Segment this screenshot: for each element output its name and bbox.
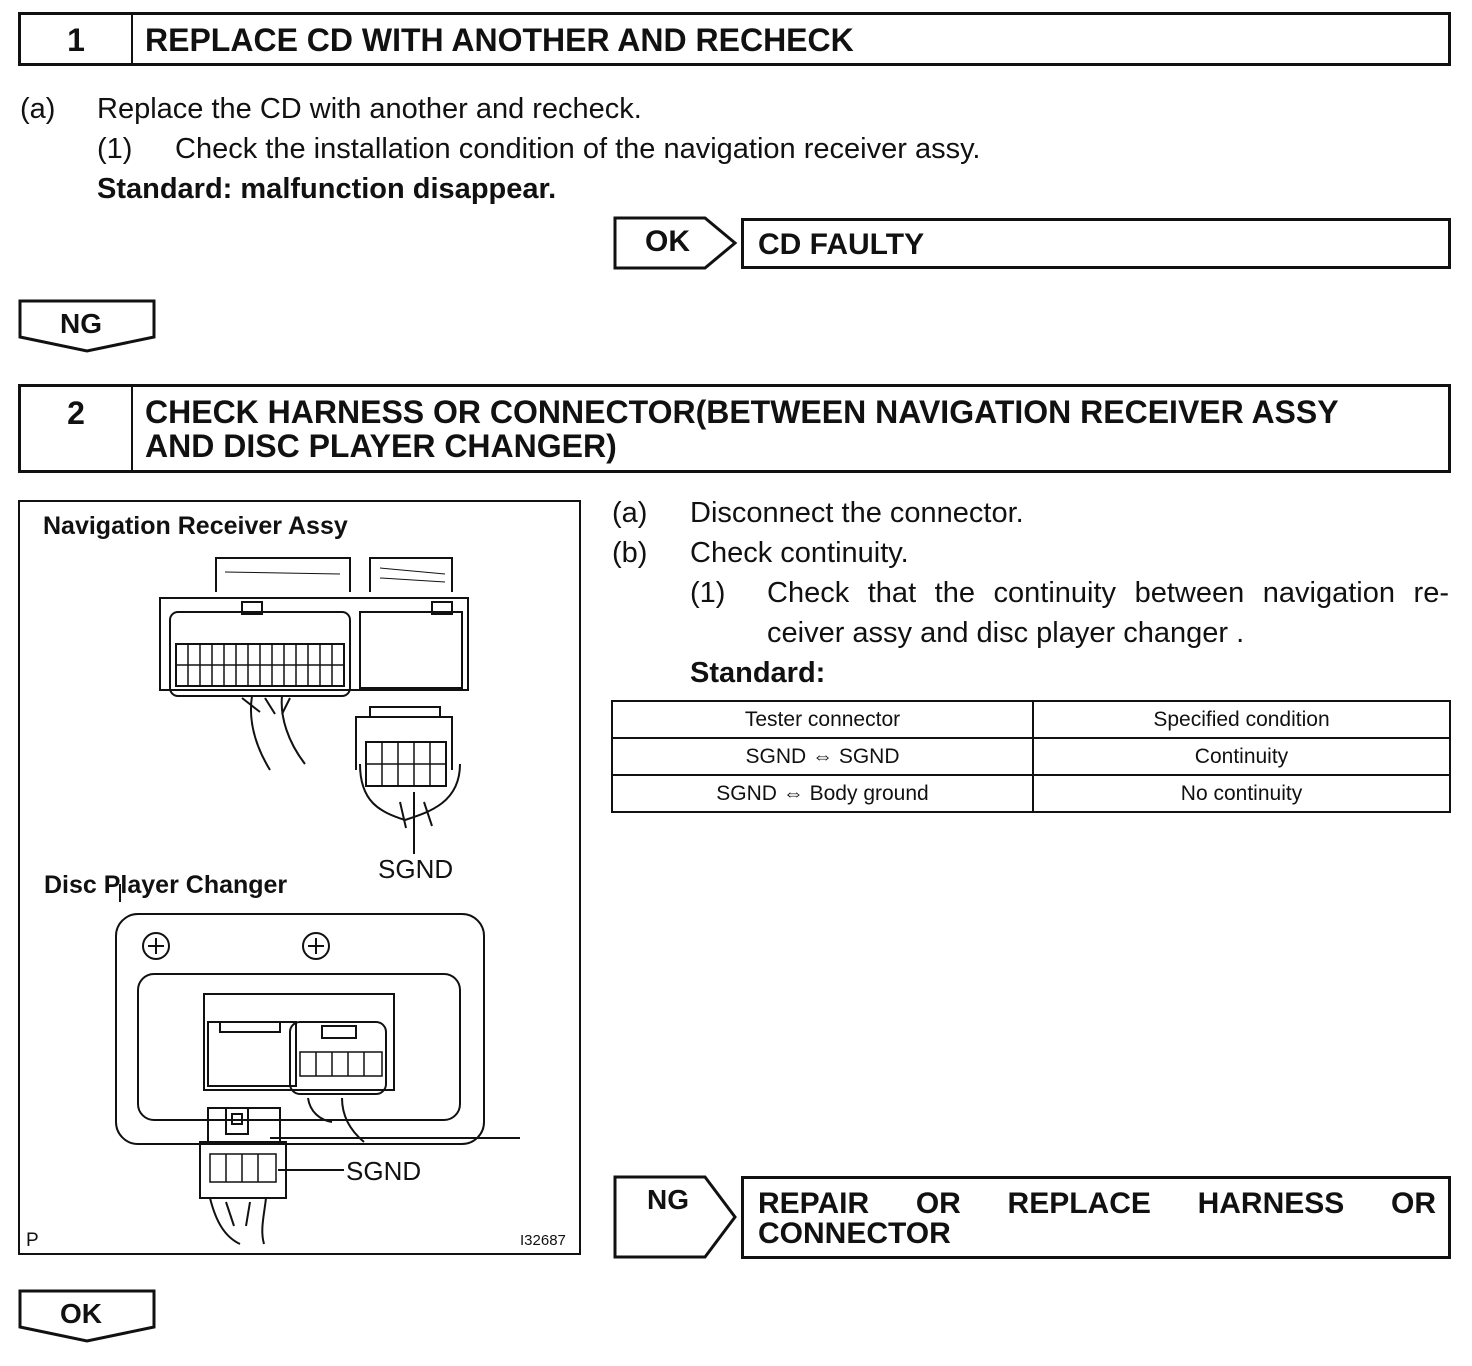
table-cell: SGND ⇔ Body ground [611, 774, 1034, 813]
step-title: CHECK HARNESS OR CONNECTOR(BETWEEN NAVIG… [133, 387, 1448, 470]
step2-a-label: (a) [612, 497, 648, 529]
table-header-cell: Tester connector [611, 700, 1034, 739]
step2-standard: Standard: [690, 657, 826, 689]
table-row: SGND ⇔ Body ground No continuity [611, 774, 1451, 813]
ng-result-word: HARNESS [1197, 1187, 1345, 1220]
step1-standard: Standard: malfunction disappear. [97, 173, 557, 205]
ok-result-box: CD FAULTY [741, 218, 1451, 269]
ok-badge-label: OK [645, 225, 690, 258]
ok-badge-label: OK [60, 1298, 102, 1329]
ng-result-word: OR [915, 1187, 961, 1220]
ng-result-word: REPAIR [758, 1187, 870, 1220]
ok-arrow-badge [613, 216, 738, 270]
table-header-cell: Specified condition [1032, 700, 1451, 739]
table-header-row: Tester connector Specified condition [611, 700, 1451, 739]
ok-down-badge [18, 1289, 156, 1343]
ng-badge-label: NG [60, 308, 102, 339]
corner-letter: P [26, 1230, 39, 1251]
ng-result-box: REPAIR OR REPLACE HARNESS OR CONNECTOR [741, 1176, 1451, 1259]
step-title-line1: CHECK HARNESS OR CONNECTOR(BETWEEN NAVIG… [145, 394, 1339, 430]
spec-table: Tester connector Specified condition SGN… [611, 700, 1451, 813]
diagram-frame: Navigation Receiver Assy SGND Disc Playe… [18, 500, 581, 1255]
step-title: REPLACE CD WITH ANOTHER AND RECHECK [145, 22, 854, 58]
ng-result-line2: CONNECTOR [758, 1217, 951, 1250]
step1-a1-label: (1) [97, 133, 133, 165]
step2-b1-label: (1) [690, 577, 726, 609]
table-row: SGND ⇔ SGND Continuity [611, 737, 1451, 776]
step-number: 2 [21, 387, 133, 470]
ng-result-line1: REPAIR OR REPLACE HARNESS OR [758, 1187, 1436, 1221]
step1-a1-text: Check the installation condition of the … [175, 133, 981, 165]
ok-result-text: CD FAULTY [758, 228, 925, 261]
step2-b1-line1: Check that the continuity between naviga… [767, 577, 1449, 609]
ng-badge-label: NG [647, 1184, 689, 1215]
nav-receiver-label: Navigation Receiver Assy [43, 512, 348, 540]
step1-a-text: Replace the CD with another and recheck. [97, 93, 642, 125]
sgnd-label-top: SGND [378, 854, 454, 884]
table-cell: SGND ⇔ SGND [611, 737, 1034, 776]
ng-arrow-badge [613, 1175, 737, 1259]
ng-down-badge [18, 299, 156, 353]
step-2-header: 2 CHECK HARNESS OR CONNECTOR(BETWEEN NAV… [18, 384, 1451, 473]
sgnd-label-bottom: SGND [346, 1156, 422, 1186]
ng-result-word: OR [1391, 1187, 1436, 1220]
connector-illustration [115, 557, 520, 1245]
ng-result-word: REPLACE [1007, 1187, 1151, 1220]
step-number: 1 [21, 15, 133, 63]
step2-b-label: (b) [612, 537, 648, 569]
disc-player-label: Disc Player Changer [44, 871, 288, 899]
step2-b-text: Check continuity. [690, 537, 909, 569]
step-title-line2: AND DISC PLAYER CHANGER) [145, 428, 617, 464]
step1-a-label: (a) [20, 93, 56, 125]
table-cell: Continuity [1032, 737, 1451, 776]
step2-a-text: Disconnect the connector. [690, 497, 1024, 529]
figure-id: I32687 [520, 1232, 566, 1249]
step2-b1-line2: ceiver assy and disc player changer . [767, 617, 1245, 649]
table-cell: No continuity [1032, 774, 1451, 813]
step-1-header: 1 REPLACE CD WITH ANOTHER AND RECHECK [18, 12, 1451, 66]
